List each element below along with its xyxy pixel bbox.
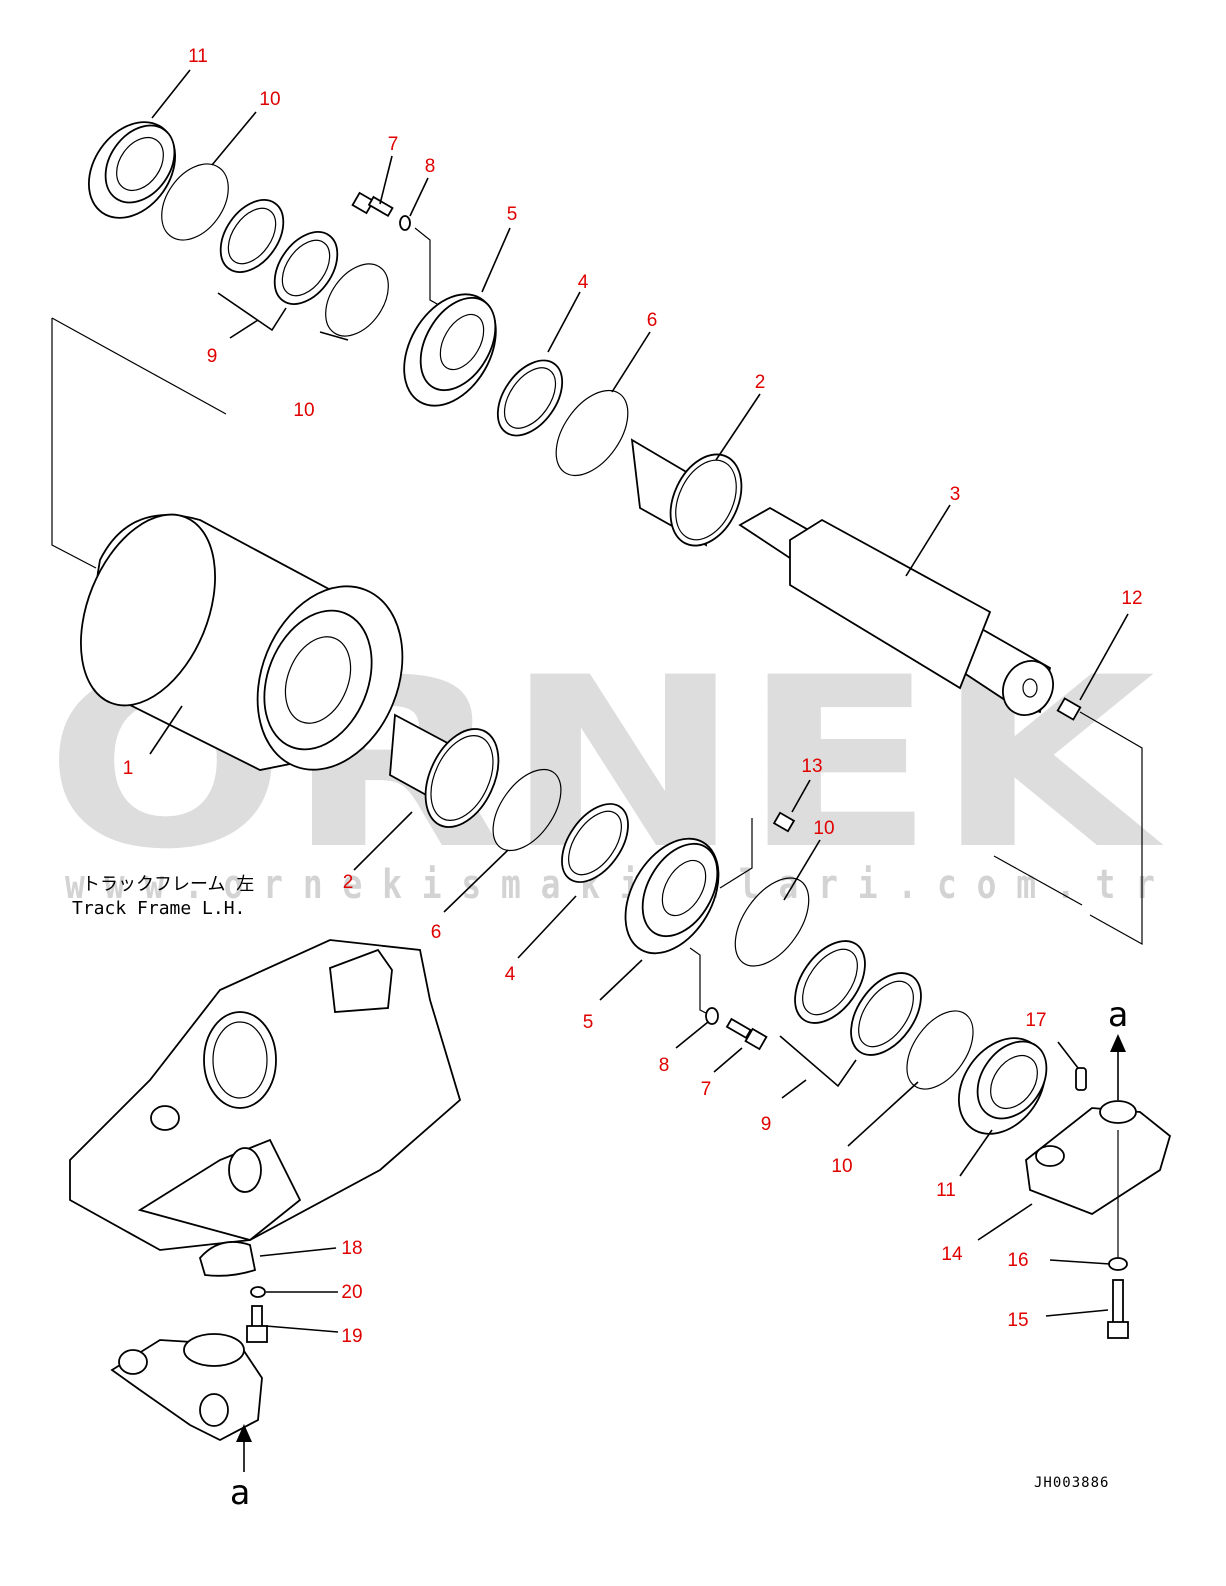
callout-1: 1: [123, 758, 134, 779]
callout-4: 4: [578, 272, 589, 293]
arrow-up-left-icon: [236, 1424, 252, 1472]
callout-numbers: 11 10 7 8 5 4 6 9 10 2 3 12 1 13 10 2 6 …: [123, 46, 1143, 1347]
callout-8: 8: [425, 156, 436, 177]
callout-7: 7: [388, 134, 399, 155]
part-floating-seal-lower: [794, 940, 922, 1056]
callout-6: 6: [647, 310, 658, 331]
part-bushing-lower: [389, 713, 500, 828]
part-seal-lower: [957, 1037, 1048, 1135]
callout-11: 11: [936, 1180, 956, 1201]
callout-4: 4: [505, 964, 516, 985]
callout-15: 15: [1007, 1310, 1028, 1331]
callout-10: 10: [293, 400, 314, 421]
watermark-url: w w w . o r n e k i s m a k i n a l a r …: [65, 862, 1155, 908]
drawing-code: JH003886: [1034, 1475, 1109, 1491]
frame-label-jp: トラックフレーム 左: [82, 874, 254, 895]
part-pin: [1075, 1067, 1087, 1091]
part-o-ring-upper-1: [161, 163, 229, 241]
arrow-label-bottom: a: [230, 1473, 250, 1513]
callout-5: 5: [583, 1012, 594, 1033]
part-plug-13: [772, 811, 796, 833]
callout-13: 13: [801, 756, 822, 777]
callout-18: 18: [341, 1238, 362, 1259]
frame-label-en: Track Frame L.H.: [72, 898, 245, 919]
part-o-ring-6-lower: [492, 768, 562, 852]
callout-11: 11: [188, 46, 208, 67]
callout-10: 10: [259, 89, 280, 110]
callout-2: 2: [755, 372, 766, 393]
track-frame-drawing: [69, 939, 462, 1277]
part-bolt-upper: [351, 191, 394, 218]
part-plug: [1056, 697, 1082, 721]
callout-16: 16: [1007, 1250, 1028, 1271]
callout-9: 9: [207, 346, 218, 367]
part-thrust-ring-lower: [561, 803, 629, 883]
callout-20: 20: [341, 1282, 362, 1303]
part-thrust-ring-upper: [496, 359, 564, 437]
part-bolt-lower: [725, 1017, 768, 1051]
lower-bracket-drawing: [110, 1333, 263, 1442]
part-washer-20: [250, 1286, 266, 1298]
callout-10: 10: [831, 1156, 852, 1177]
part-o-ring-6-upper: [555, 389, 629, 477]
callout-5: 5: [507, 204, 518, 225]
part-bolt-15: [1107, 1279, 1129, 1339]
part-bolt-19: [246, 1305, 268, 1343]
part-bushing-upper: [630, 438, 743, 547]
part-roller: [80, 513, 404, 771]
part-cover-upper: [403, 293, 497, 407]
callout-14: 14: [941, 1244, 963, 1265]
part-seal-upper: [87, 121, 177, 219]
part-floating-seal-upper: [219, 199, 339, 305]
part-o-ring-lower-1: [734, 877, 810, 967]
leader-lines: [149, 69, 1129, 1333]
callout-7: 7: [701, 1079, 712, 1100]
assembly-lines: [51, 227, 1143, 1017]
callout-9: 9: [761, 1114, 772, 1135]
part-washer-16: [1108, 1257, 1128, 1271]
part-bracket: [1025, 1100, 1172, 1216]
callout-17: 17: [1025, 1010, 1046, 1031]
callout-19: 19: [341, 1326, 362, 1347]
arrow-label-top: a: [1108, 995, 1128, 1035]
callout-12: 12: [1121, 588, 1142, 609]
callout-10: 10: [813, 818, 834, 839]
callout-2: 2: [343, 872, 354, 893]
callout-6: 6: [431, 922, 442, 943]
callout-3: 3: [950, 484, 961, 505]
callout-8: 8: [659, 1055, 670, 1076]
part-washer-lower: [705, 1007, 719, 1025]
part-washer-upper: [399, 215, 411, 231]
part-cover-lower: [624, 837, 720, 955]
part-shaft: [738, 506, 1054, 716]
arrow-up-right-icon: [1110, 1034, 1126, 1258]
part-o-ring-upper-2: [325, 263, 389, 337]
